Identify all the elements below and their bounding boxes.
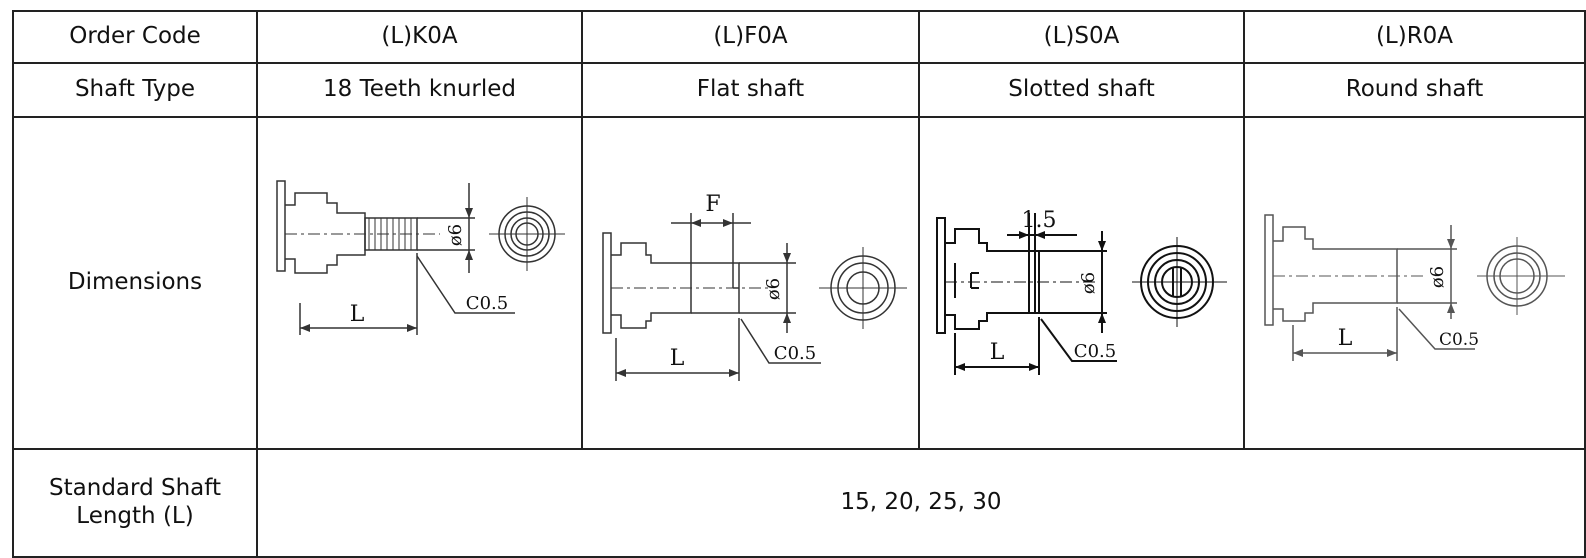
flat-diameter-label: ø6 bbox=[763, 278, 784, 300]
shaft-spec-table: Order Code (L)K0A (L)F0A (L)S0A (L)R0A S… bbox=[12, 10, 1586, 558]
shaft-type-knurled: 18 Teeth knurled bbox=[256, 62, 583, 118]
dimensions-knurled-cell: L ø6 C0.5 bbox=[256, 116, 583, 450]
round-length-label: L bbox=[1337, 326, 1352, 351]
slotted-slot-label: 1.5 bbox=[1021, 208, 1056, 233]
dimensions-header: Dimensions bbox=[12, 116, 258, 450]
round-shaft-drawing: L ø6 C0.5 bbox=[1263, 214, 1565, 361]
flat-f-label: F bbox=[705, 192, 720, 217]
flat-chamfer-label: C0.5 bbox=[773, 343, 815, 364]
dimensions-slotted-cell: 1.5 L ø6 C0.5 bbox=[918, 116, 1245, 450]
standard-length-header-line1: Standard Shaft bbox=[49, 475, 221, 502]
flat-length-label: L bbox=[669, 346, 684, 371]
dimensions-row: Dimensions bbox=[12, 116, 1586, 450]
knurled-chamfer-label: C0.5 bbox=[465, 293, 507, 314]
dimensions-flat-cell: F L ø6 C0.5 bbox=[581, 116, 920, 450]
shaft-type-row: Shaft Type 18 Teeth knurled Flat shaft S… bbox=[12, 62, 1586, 118]
round-diameter-label: ø6 bbox=[1427, 266, 1448, 288]
standard-length-row: Standard Shaft Length (L) 15, 20, 25, 30 bbox=[12, 448, 1586, 558]
shaft-type-flat: Flat shaft bbox=[581, 62, 920, 118]
shaft-type-header: Shaft Type bbox=[12, 62, 258, 118]
slotted-chamfer-label: C0.5 bbox=[1073, 341, 1115, 362]
slotted-shaft-drawing: 1.5 L ø6 C0.5 bbox=[935, 208, 1227, 375]
order-code-row: Order Code (L)K0A (L)F0A (L)S0A (L)R0A bbox=[12, 10, 1586, 64]
order-code-flat: (L)F0A bbox=[581, 10, 920, 64]
order-code-round: (L)R0A bbox=[1243, 10, 1586, 64]
order-code-knurled: (L)K0A bbox=[256, 10, 583, 64]
standard-length-header: Standard Shaft Length (L) bbox=[12, 448, 258, 558]
round-chamfer-label: C0.5 bbox=[1438, 330, 1478, 350]
shaft-type-slotted: Slotted shaft bbox=[918, 62, 1245, 118]
knurled-diameter-label: ø6 bbox=[445, 224, 466, 246]
flat-shaft-drawing: F L ø6 C0.5 bbox=[601, 192, 907, 381]
standard-length-header-line2: Length (L) bbox=[76, 503, 194, 529]
knurled-shaft-drawing: L ø6 C0.5 bbox=[275, 180, 565, 335]
slotted-diameter-label: ø6 bbox=[1078, 272, 1099, 294]
order-code-header: Order Code bbox=[12, 10, 258, 64]
standard-length-values: 15, 20, 25, 30 bbox=[256, 448, 1586, 558]
knurled-length-label: L bbox=[349, 302, 364, 327]
shaft-type-round: Round shaft bbox=[1243, 62, 1586, 118]
order-code-slotted: (L)S0A bbox=[918, 10, 1245, 64]
slotted-length-label: L bbox=[989, 340, 1004, 365]
dimensions-round-cell: L ø6 C0.5 bbox=[1243, 116, 1586, 450]
